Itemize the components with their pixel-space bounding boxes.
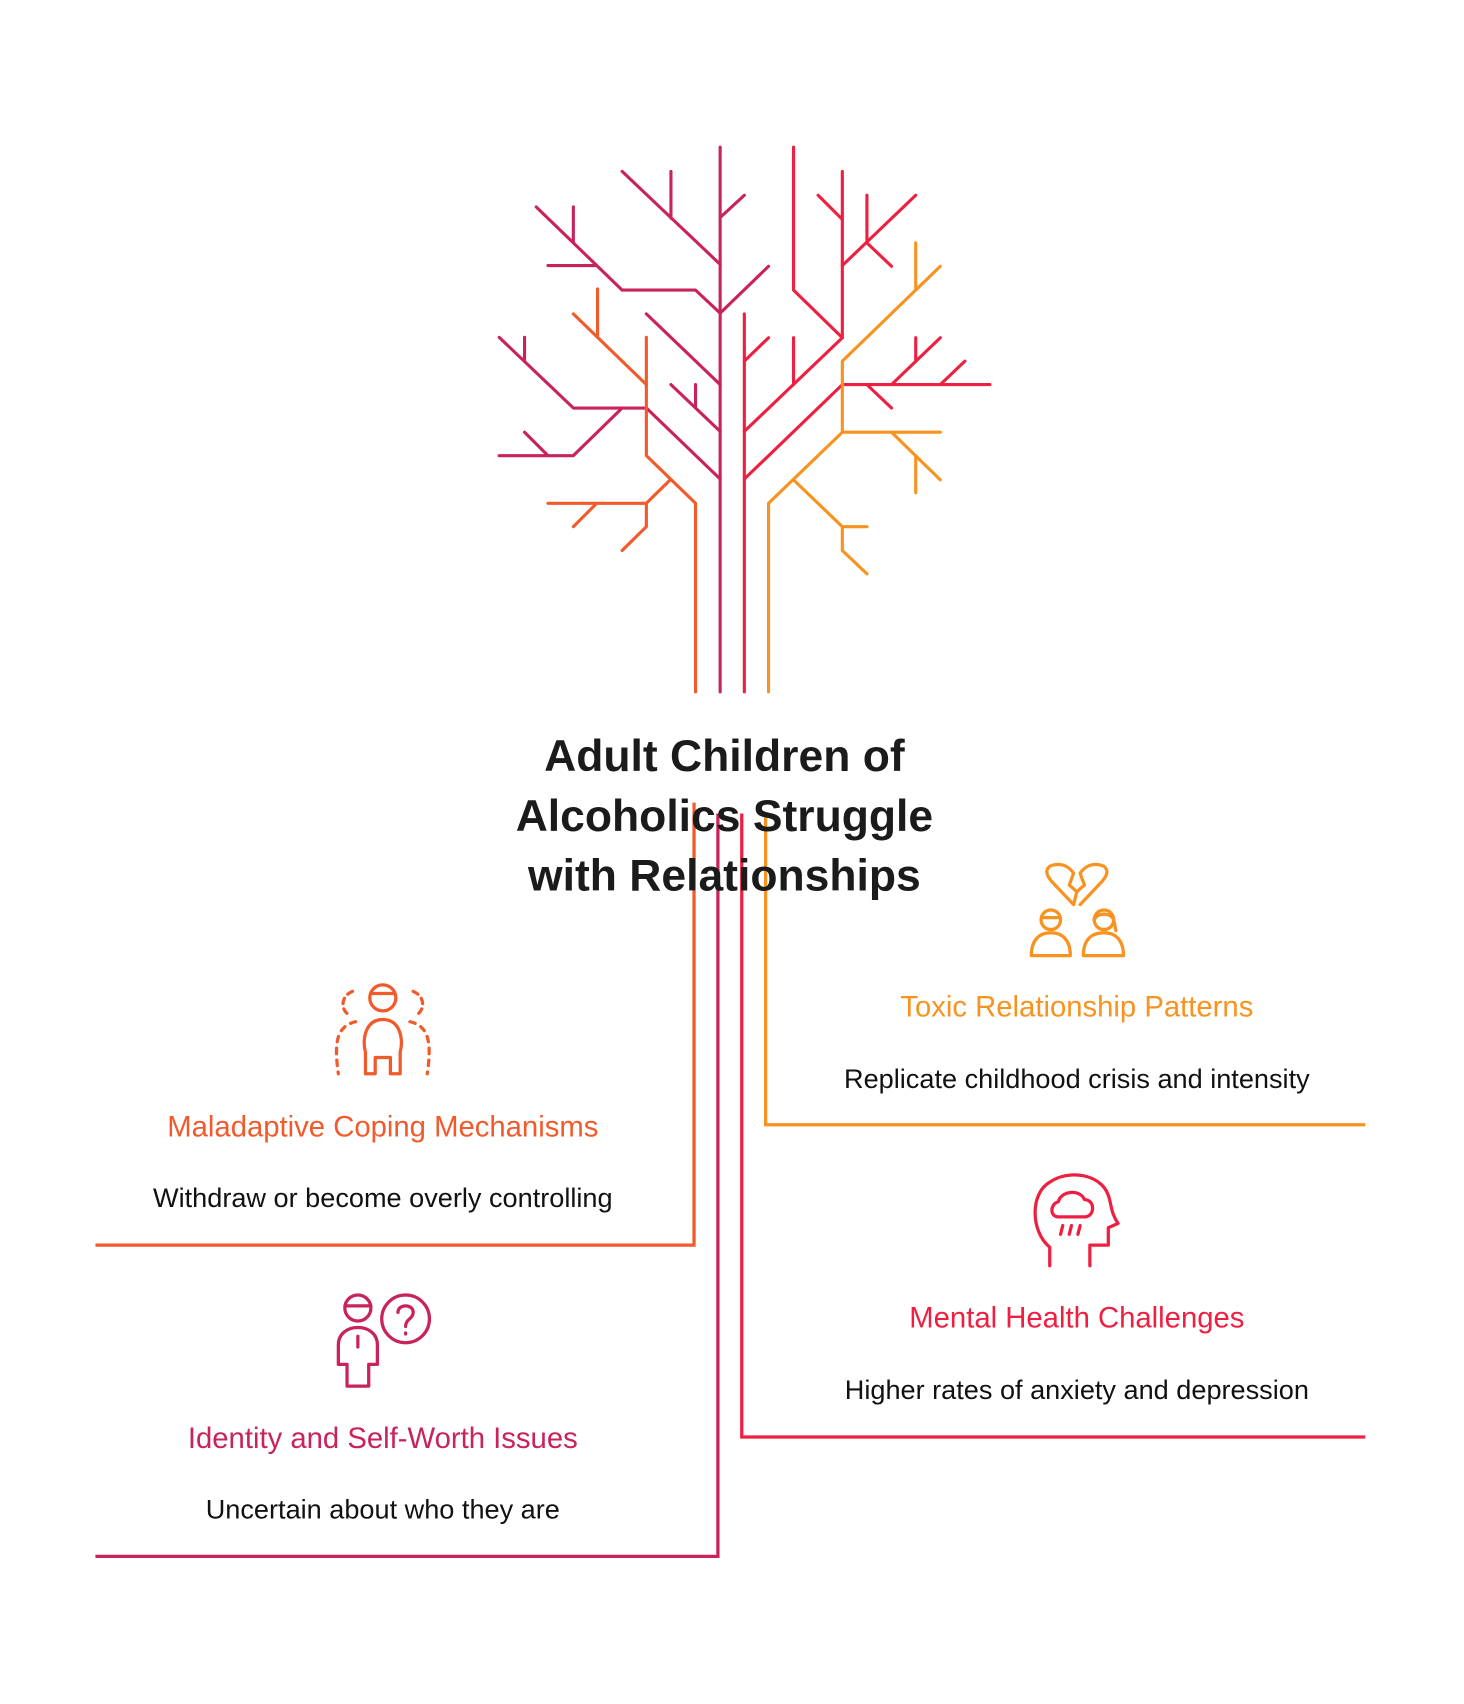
- broken-heart-couple-icon: [1029, 862, 1126, 958]
- head-rain-cloud-icon: [1033, 1173, 1120, 1268]
- identity-heading: Identity and Self-Worth Issues: [188, 1422, 578, 1455]
- tree-branch-orange: [546, 287, 698, 694]
- title-line-2: Alcoholics Struggle: [516, 792, 933, 841]
- title-line-1: Adult Children of: [544, 732, 905, 781]
- coping-description: Withdraw or become overly controlling: [153, 1182, 613, 1213]
- connector-identity: [95, 813, 720, 1558]
- coping-heading: Maladaptive Coping Mechanisms: [167, 1111, 598, 1144]
- tree-illustration: [497, 145, 992, 694]
- connector-mental: [740, 813, 1366, 1439]
- mental-heading: Mental Health Challenges: [909, 1302, 1244, 1335]
- connector-coping: [95, 802, 696, 1247]
- identity-description: Uncertain about who they are: [206, 1493, 560, 1524]
- mental-description: Higher rates of anxiety and depression: [845, 1374, 1309, 1405]
- person-question-icon: [336, 1293, 432, 1388]
- toxic-description: Replicate childhood crisis and intensity: [844, 1063, 1310, 1094]
- tree-branch-yellow: [766, 241, 942, 694]
- toxic-heading: Toxic Relationship Patterns: [900, 990, 1253, 1023]
- connector-toxic: [763, 813, 1366, 1127]
- person-dashed-surround-icon: [334, 983, 431, 1076]
- tree-branch-red: [742, 145, 992, 694]
- tree-branch-magenta: [497, 145, 771, 694]
- title-line-3: with Relationships: [527, 851, 921, 900]
